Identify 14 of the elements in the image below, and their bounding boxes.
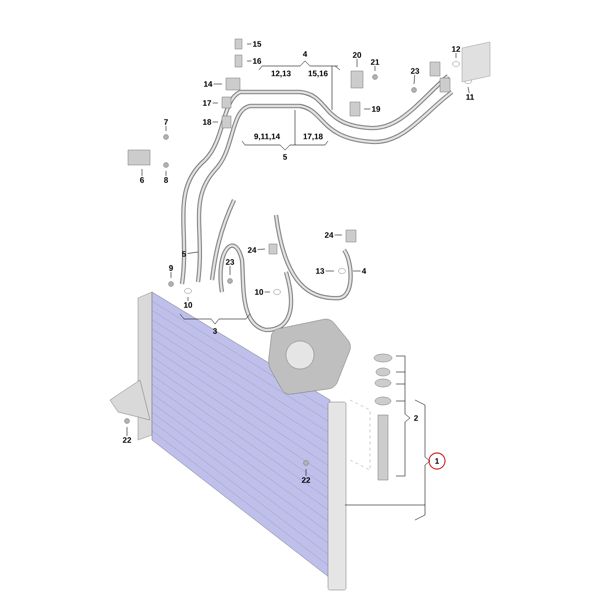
- leader-line: [374, 66, 376, 72]
- leader-line: [352, 270, 361, 272]
- leader-line: [187, 252, 198, 254]
- leader-line: [126, 426, 128, 436]
- leader-line: [212, 102, 218, 104]
- leader-line: [325, 270, 334, 272]
- leader-line: [356, 58, 358, 68]
- leader-line: [170, 272, 172, 278]
- leader-line: [364, 108, 371, 110]
- leader-line: [257, 248, 266, 250]
- leader-line: [334, 234, 342, 236]
- leader-line: [246, 60, 252, 62]
- leader-line: [414, 74, 415, 84]
- leader-line: [468, 86, 470, 94]
